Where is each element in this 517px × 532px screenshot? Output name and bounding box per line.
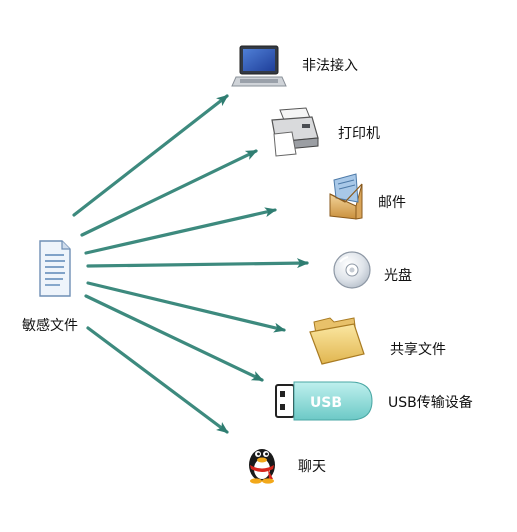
printer-icon [271,107,319,157]
qq-penguin-icon [249,449,275,484]
arrow-to-email [84,207,277,255]
arrow-to-shared-files [86,281,286,333]
label-email: 邮件 [378,195,406,211]
usb-badge-text: USB [310,395,342,411]
usb-drive-icon: USB [275,381,373,421]
label-chat: 聊天 [298,459,326,475]
cd-icon [333,251,371,289]
label-usb-device: USB传输设备 [388,395,473,411]
arrow-to-chat [86,326,229,434]
document-icon [39,240,71,297]
label-printer: 打印机 [338,126,380,142]
envelope-icon [329,173,363,220]
label-disc: 光盘 [384,268,412,284]
label-shared-files: 共享文件 [390,342,446,358]
arrow-to-usb-device [84,294,264,382]
arrow-to-unauthorized-access [72,94,229,217]
source-label: 敏感文件 [22,318,78,334]
laptop-icon [231,45,287,87]
label-unauthorized-access: 非法接入 [302,58,358,74]
arrow-to-disc [86,258,309,269]
arrows [72,94,309,434]
arrow-to-printer [80,149,258,237]
folder-icon [309,317,365,365]
